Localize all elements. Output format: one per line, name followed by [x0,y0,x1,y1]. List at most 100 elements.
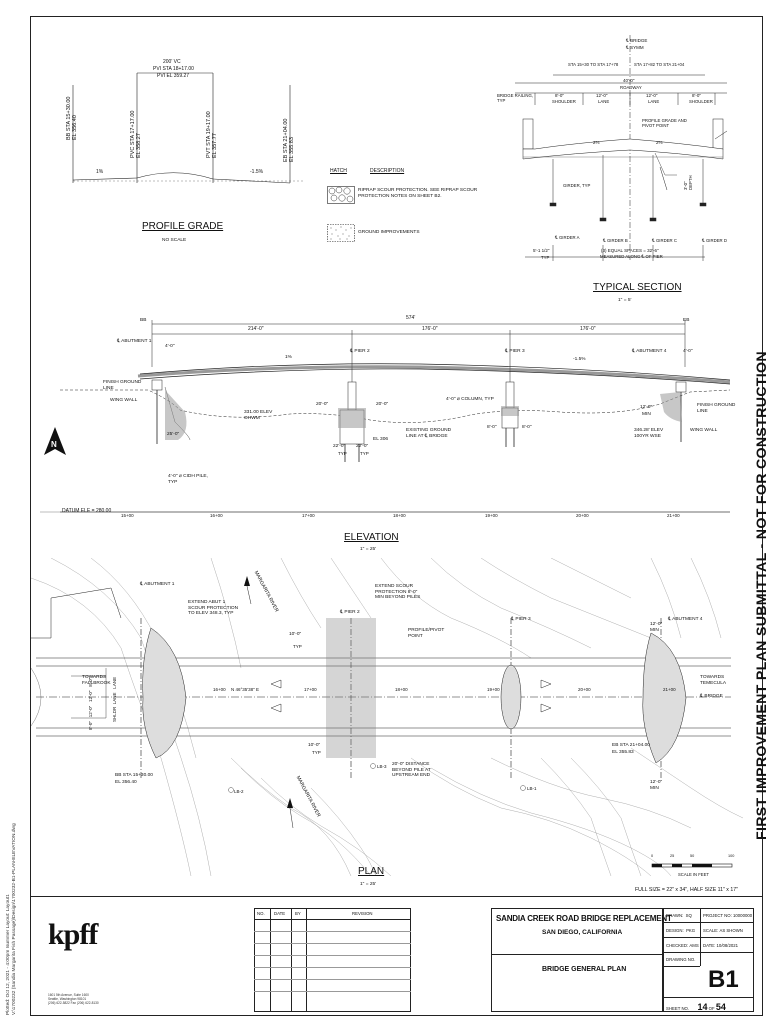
scale-tick-25: 25 [670,854,675,858]
elev-sta-20: 20+00 [576,513,589,518]
drawn-key: DRAWN: [666,913,684,918]
legend-riprap-line1: RIPRAP SCOUR PROTECTION. SEE RIPRAP SCOU… [358,188,478,193]
elev-wing-wall-left: WING WALL [110,398,138,403]
legend-riprap-swatch [327,186,355,204]
plan-dim-10-top: 10'-0" [289,632,302,637]
profile-pvi-el: PVI EL 359.27 [157,73,190,79]
rev-col-no [254,908,271,1012]
date-key: DATE: [703,943,716,948]
ts-lane-dim-right: 12'-0" [646,93,658,98]
plan-lane-labels: SHLDR LANE LANE [112,677,117,722]
info-rule-4 [663,966,700,967]
elev-wing-wall-right: WING WALL [690,428,718,433]
elev-pier3: ℄ PIER 3 [505,349,525,354]
plan-boring-1: LB-1 [527,786,537,791]
legend-ground-improvement-swatch [327,224,355,242]
ts-girder-a: ℄ GIRDER A [555,235,580,240]
plan-extend-scour: EXTEND SCOUR PROTECTION 8'-0" MIN BEYOND… [375,584,421,600]
elev-dim-22-left: 22'-0" [333,444,346,449]
rev-row-rule-3 [254,955,411,956]
elev-span-2: 176'-0" [422,326,438,332]
legend-riprap-text: RIPRAP SCOUR PROTECTION. SEE RIPRAP SCOU… [358,188,477,200]
profile-station-pvt-el: EL 357.77 [212,133,218,158]
plan-dim-20-dist: 20'-0" DISTANCE BEYOND PILE AT UPSTREAM … [392,762,431,778]
ts-left-typ: TYP [541,255,550,260]
plan-title: PLAN [358,866,385,877]
legend-hatch-header: HATCH [330,168,347,174]
sheet-of: OF [708,1006,715,1011]
elev-min: MIN [642,412,651,417]
firm-address: 1601 5th Avenue, Suite 1600 Seattle, Was… [48,993,99,1005]
legend-description-header: DESCRIPTION [370,168,405,174]
elev-pier2: ℄ PIER 2 [350,349,370,354]
project-no-key: PROJECT NO: [703,913,732,918]
plan-sta-17: 17+00 [304,687,317,692]
plan-boring-2: LB-2 [234,789,244,794]
scale-tick-0: 0 [651,854,654,858]
project-title-cell [491,908,663,1012]
elevation-title: ELEVATION [344,532,399,543]
ts-girder-c: ℄ GIRDER C [652,238,677,243]
elev-abut4: ℄ ABUTMENT 4 [632,349,667,354]
elev-el306: EL 306 [373,437,389,442]
title-block-line [30,896,763,897]
ts-depth-label: DEPTH [688,175,693,190]
profile-station-eb: EB STA 21+04.00 EL 355.83 [283,119,295,162]
plan-sta-16: 16+00 [213,687,226,692]
elev-dim-25: 25'-0" [167,432,180,437]
info-rule-3 [663,952,754,953]
svg-text:N: N [51,440,57,449]
plan-sta-19: 19+00 [487,687,500,692]
plan-abut4: ℄ ABUTMENT 4 [668,617,703,622]
sheet-total: 54 [715,1002,726,1012]
profile-pvi-label: PVI STA 18+17.00 [153,66,194,72]
elev-dim-12: 12'-0" [640,405,653,410]
plan-bb-sta: BB STA 15+30.00 [115,773,153,778]
rev-header-date: DATE [274,911,286,916]
rev-col-date [270,908,292,1012]
plan-towards-fallbrook: TOWARDS FALLBROOK [82,675,111,686]
ts-girder-d: ℄ GIRDER D [702,238,727,243]
info-rule-2 [663,937,754,938]
design-key: DESIGN: [666,928,684,933]
typical-section-drawing [515,35,728,261]
plan-lane-dim-8: 8'-0" [88,721,93,730]
profile-station-pvc-el: EL 358.27 [136,133,142,158]
ts-roadway: ROADWAY [620,85,642,90]
full-size-note: FULL SIZE = 22" x 34", HALF SIZE 11" x 1… [635,887,738,893]
plan-eb-el: EL 355.83 [612,750,634,755]
plan-boring-3: LB-3 [377,764,387,769]
elev-span-1: 214'-0" [248,326,264,332]
ts-sta-left: STA 15+30 TO STA 17+78 [568,62,619,67]
elev-column: 4'-0" ⌀ COLUMN, TYP [446,397,494,402]
scale-label: SCALE: AS SHOWN [703,928,743,933]
ts-measured: MEASURED ALONG ℄ OF PIER [600,254,663,259]
plan-typ-top: TYP [293,644,302,649]
ts-profile-pivot: PROFILE GRADE AND PIVOT POINT [642,118,687,128]
plan-lane-label: LANE [112,692,117,705]
info-grid [663,908,754,1012]
rev-header-rule [254,919,411,920]
elev-existing-ground: EXISTING GROUND LINE AT ℄ BRIDGE [406,428,452,439]
profile-station-eb-el: EL 355.83 [289,137,295,162]
elev-dim-4ft-right: 4'-0" [683,349,693,354]
plan-eb-sta: EB STA 21+04.00 [612,743,650,748]
plan-drawing [31,558,743,876]
ts-shoulder-left: SHOULDER [552,99,576,104]
plan-lane-dims: 8'-0" 12'-0" 12'-0" 8'-0" [88,678,93,730]
sheet-no-value: 14 [697,1002,708,1012]
firm-logo: kpff [48,918,98,951]
elev-sta-17: 17+00 [302,513,315,518]
plan-pier3: ℄ PIER 3 [511,617,531,622]
sheet-number: SHEET NO. 14 OF 54 [666,1002,726,1012]
rev-header-no: NO. [257,911,265,916]
elev-dim-8-left: 8'-0" [487,425,497,430]
elev-abut1: ℄ ABUTMENT 1 [117,339,152,344]
plan-sta-20: 20+00 [578,687,591,692]
design-label: DESIGN: PKG [666,928,695,933]
info-rule-5 [663,997,754,998]
submittal-banner: FIRST IMPROVEMENT PLAN SUBMITTAL - NOT F… [754,351,770,840]
plan-lane-dim-12: 12'-0" [88,705,93,718]
profile-grade-left: 1% [96,169,104,175]
checked-label: CHECKED: AMS [666,943,699,948]
